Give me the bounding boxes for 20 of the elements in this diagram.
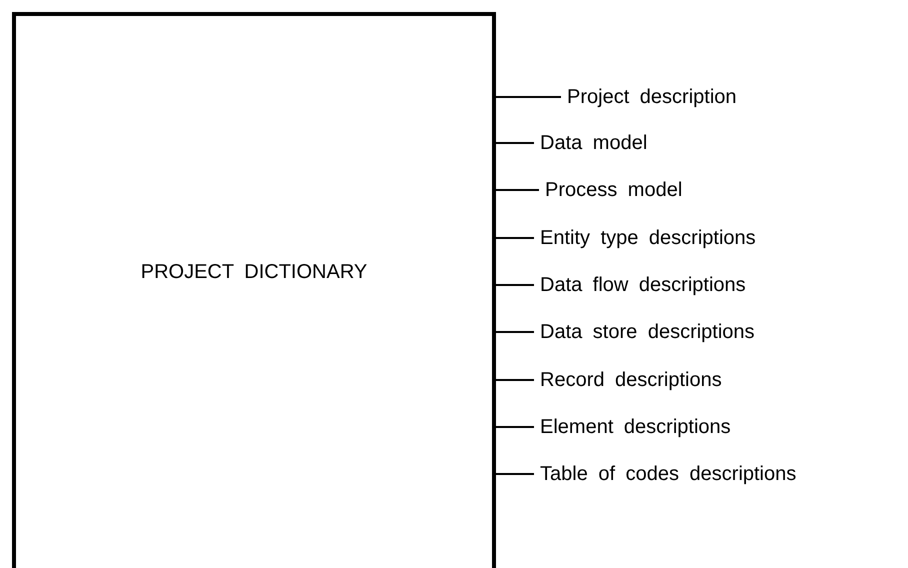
item-label: Data flow descriptions: [540, 273, 746, 297]
item-label: Project description: [567, 85, 737, 109]
leader-line: [496, 96, 561, 98]
item-label: Data store descriptions: [540, 320, 755, 344]
leader-line: [496, 237, 534, 239]
leader-line: [496, 379, 534, 381]
leader-line: [496, 426, 534, 428]
item-label: Data model: [540, 131, 648, 155]
item-label: Record descriptions: [540, 368, 722, 392]
leader-line: [496, 473, 534, 475]
leader-line: [496, 189, 539, 191]
item-label: Process model: [545, 178, 682, 202]
leader-line: [496, 284, 534, 286]
item-label: Table of codes descriptions: [540, 462, 796, 486]
leader-line: [496, 142, 534, 144]
leader-line: [496, 331, 534, 333]
dictionary-box: [12, 12, 496, 568]
box-title: PROJECT DICTIONARY: [140, 261, 368, 284]
item-label: Element descriptions: [540, 415, 731, 439]
item-label: Entity type descriptions: [540, 226, 756, 250]
